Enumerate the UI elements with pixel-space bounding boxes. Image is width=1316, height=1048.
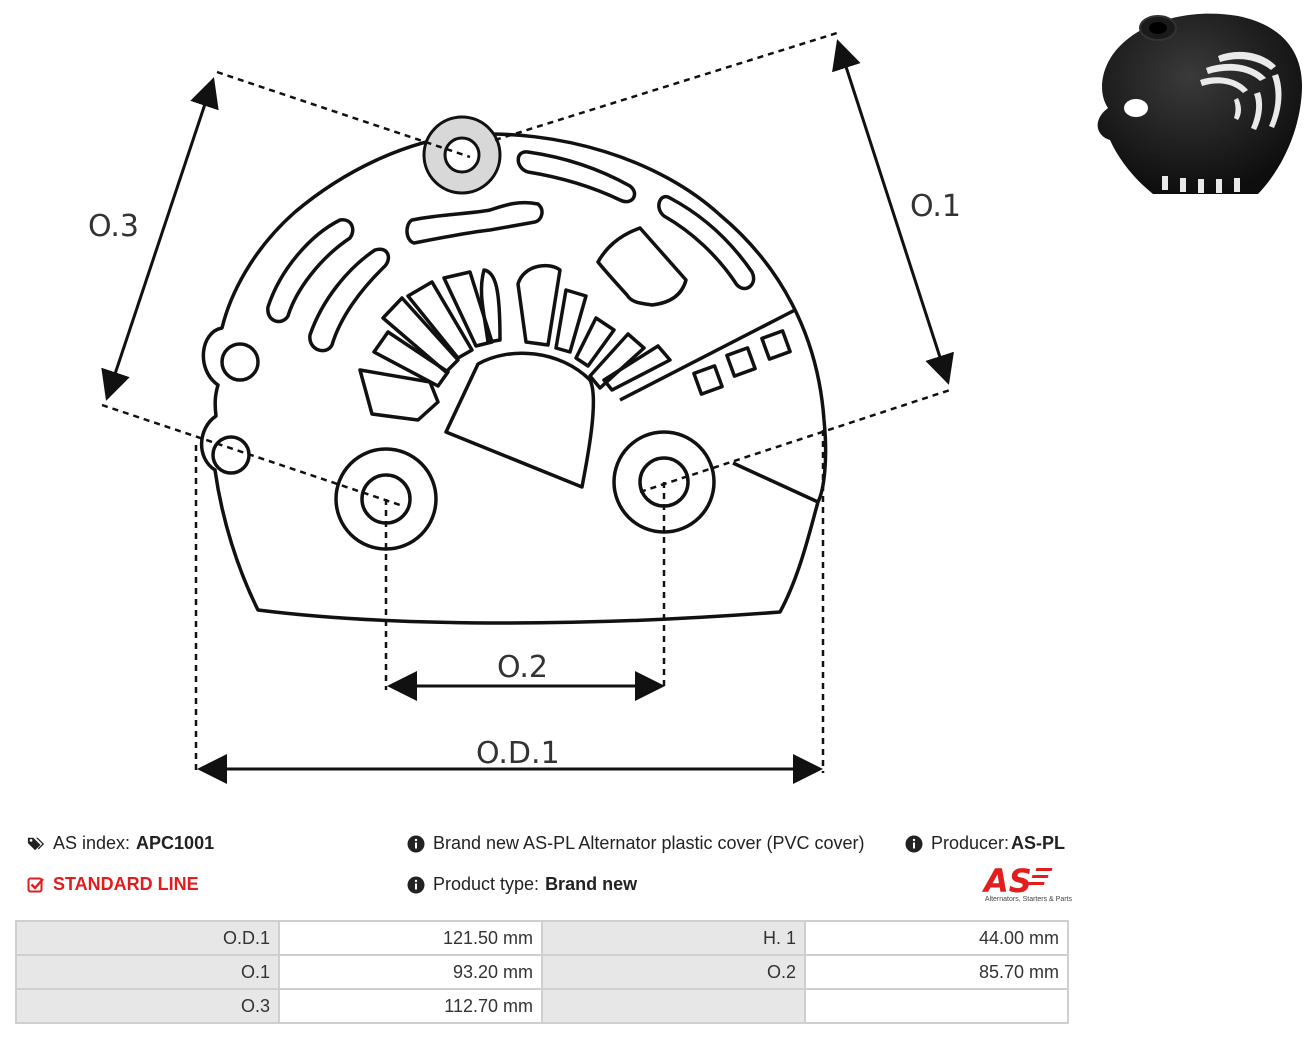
logo-tagline: Alternators, Starters & Parts	[984, 896, 1072, 903]
spec-key: O.D.1	[15, 920, 280, 956]
as-index-value: APC1001	[136, 833, 215, 853]
spec-value	[804, 988, 1069, 1024]
spec-key	[541, 988, 806, 1024]
spec-value: 44.00 mm	[804, 920, 1069, 956]
product-line: STANDARD LINE	[27, 874, 199, 895]
dim-label-o1: O.1	[910, 189, 961, 224]
cover-features	[211, 150, 792, 551]
product-type-label: Product type:	[433, 874, 540, 894]
spec-key: O.1	[15, 954, 280, 990]
producer-label: Producer:	[931, 833, 1010, 853]
info-circle-icon	[407, 876, 425, 894]
spec-value: 93.20 mm	[278, 954, 543, 990]
dim-label-o3: O.3	[88, 209, 139, 244]
spec-value: 85.70 mm	[804, 954, 1069, 990]
producer-value: AS-PL	[1011, 833, 1066, 853]
line-label: STANDARD LINE	[53, 874, 199, 894]
svg-text:AS: AS	[981, 862, 1032, 896]
spec-key: H. 1	[541, 920, 806, 956]
description: Brand new AS-PL Alternator plastic cover…	[407, 833, 865, 854]
producer: Producer: AS-PL	[905, 833, 1065, 854]
spec-value: 121.50 mm	[278, 920, 543, 956]
table-row: O.D.1 121.50 mm H. 1 44.00 mm	[15, 920, 1069, 956]
check-square-icon	[27, 876, 45, 894]
spec-key: O.2	[541, 954, 806, 990]
o1-arrow	[832, 39, 954, 385]
table-row: O.3 112.70 mm	[15, 988, 1069, 1024]
product-type-value: Brand new	[545, 874, 638, 894]
product-photo	[1097, 13, 1303, 194]
product-type: Product type: Brand new	[407, 874, 637, 895]
as-logo: AS Alternators, Starters & Parts	[962, 862, 1072, 908]
tags-icon	[27, 835, 45, 853]
spec-value: 112.70 mm	[278, 988, 543, 1024]
info-circle-icon	[905, 835, 923, 853]
dimension-extension-lines	[101, 31, 951, 773]
as-index: AS index: APC1001	[27, 833, 214, 854]
as-index-label: AS index:	[53, 833, 131, 853]
technical-drawing: O.3 O.1 O.2 O.D.1	[88, 31, 961, 784]
info-circle-icon	[407, 835, 425, 853]
as-logo-mark: AS	[981, 862, 1053, 900]
dim-label-o2: O.2	[497, 650, 548, 685]
o3-arrow	[101, 77, 219, 401]
dimension-arrows	[101, 39, 954, 784]
dim-label-od1: O.D.1	[476, 736, 560, 771]
cover-outline	[199, 132, 828, 625]
spec-table: O.D.1 121.50 mm H. 1 44.00 mm O.1 93.20 …	[15, 920, 1069, 1024]
table-row: O.1 93.20 mm O.2 85.70 mm	[15, 954, 1069, 990]
description-text: Brand new AS-PL Alternator plastic cover…	[433, 833, 865, 853]
spec-key: O.3	[15, 988, 280, 1024]
